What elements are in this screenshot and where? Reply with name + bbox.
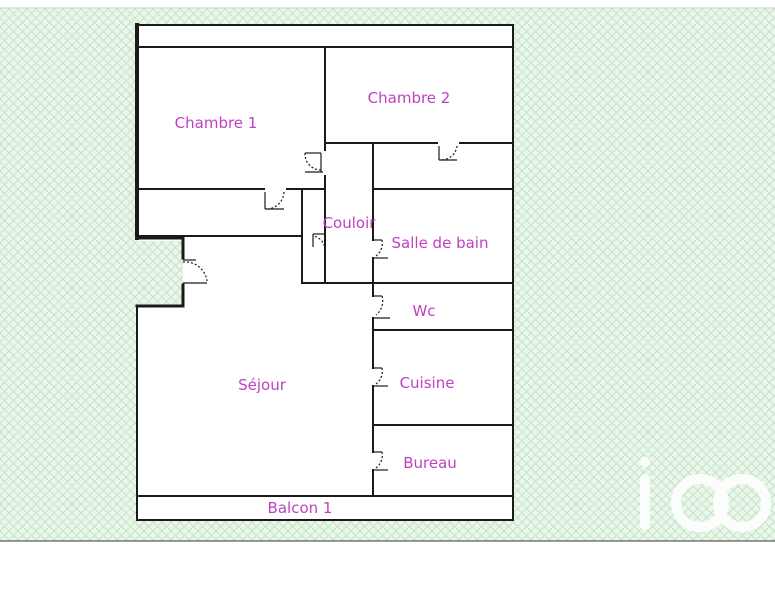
door-closet [264, 191, 285, 210]
door-entrance [182, 259, 208, 284]
room-label-sejour: Séjour [238, 376, 287, 394]
doors [182, 145, 458, 471]
door-chambre2 [438, 145, 458, 161]
entrance-notch [133, 241, 183, 306]
door-cuisine [373, 367, 388, 387]
door-couloir [312, 233, 326, 251]
room-label-couloir: Couloir [323, 214, 377, 232]
iad-logo-icon [640, 457, 771, 532]
room-label-cuisine: Cuisine [400, 374, 455, 392]
walls [135, 23, 514, 521]
room-label-chambre1: Chambre 1 [175, 114, 258, 132]
room-label-salle-de-bain: Salle de bain [392, 234, 489, 252]
door-wc [373, 295, 390, 319]
room-label-balcon1: Balcon 1 [268, 499, 333, 517]
door-salle-de-bain [373, 239, 388, 259]
room-label-bureau: Bureau [403, 454, 457, 472]
door-chambre1 [304, 152, 323, 173]
room-label-chambre2: Chambre 2 [368, 89, 451, 107]
door-bureau [373, 451, 388, 471]
room-label-wc: Wc [412, 302, 435, 320]
